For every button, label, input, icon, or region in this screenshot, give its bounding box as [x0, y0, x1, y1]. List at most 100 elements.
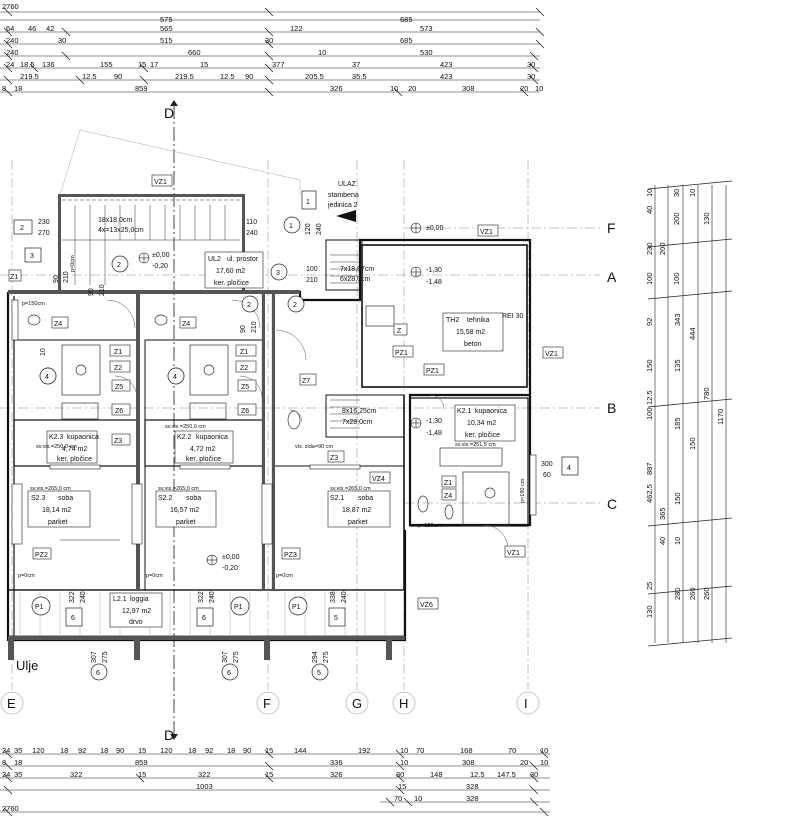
dim-top-r5-b: 18.5 [20, 60, 35, 69]
r1-40b: 40 [658, 537, 667, 545]
hall-dim-120: 120 [305, 223, 312, 235]
walls [6, 194, 532, 642]
dim-top-r5-d: 155 [100, 60, 113, 69]
sill-0-c: p=0cm [276, 573, 293, 579]
b1-120: 120 [32, 746, 45, 755]
num-1-a: 1 [306, 199, 310, 206]
axis-labels-bottom [0, 691, 540, 715]
num-3-b: 3 [276, 270, 280, 277]
dim-top-r7-b: 18 [14, 84, 22, 93]
axis-labels-right: F A B C [607, 220, 617, 512]
b1-92a: 92 [78, 746, 86, 755]
dim-top-r7-d: 326 [330, 84, 343, 93]
axis-label-e: E [7, 696, 16, 711]
dim-top-r3-d: 30 [265, 36, 273, 45]
tag-z6-a: Z6 [115, 408, 123, 415]
stair-top-1: 18x18,0cm [98, 217, 132, 224]
dim-top-r7-i: 10 [535, 84, 543, 93]
room-s22-name: soba [186, 495, 201, 502]
ceil-k23: sv.vis.=250,0 cm [36, 444, 77, 450]
door-90-a: 90 [88, 288, 95, 296]
stair-right-2: 6x28,0cm [340, 276, 371, 283]
room-k21-code: K2.1 [457, 408, 472, 415]
num-1-b: 1 [289, 223, 293, 230]
door-90-c: 90 [53, 275, 60, 283]
dim-top-r4-d: 530 [420, 48, 433, 57]
axis-letters-bottom: E F G H I [7, 696, 528, 711]
b1-35: 35 [14, 746, 22, 755]
ceil-k21: sv.vis.=251,5 cm [455, 442, 496, 448]
room-s23-code: S2.3 [31, 495, 46, 502]
top-dimension-chains [0, 7, 545, 97]
tag-z4-c: Z4 [444, 493, 452, 500]
hall-dim-240: 240 [246, 230, 258, 237]
axis-label-f-right: F [607, 220, 616, 236]
r3-260: 260 [688, 587, 697, 600]
level-loggia-2: -0,20 [222, 565, 238, 572]
bot-h-294: 294 [312, 651, 319, 663]
num-4-b: 4 [173, 374, 177, 381]
bottom-dimension-labels: 24 35 120 18 92 18 90 15 120 18 92 18 90… [2, 746, 548, 813]
dim-top-r1-a: 575 [160, 15, 173, 24]
b4-328: 328 [466, 782, 479, 791]
tag-z5-b: Z5 [241, 384, 249, 391]
tag-vz6: VZ6 [420, 602, 433, 609]
dim-top-r3-b: 30 [58, 36, 66, 45]
b3-148: 148 [430, 770, 443, 779]
room-l21-name: loggia [130, 596, 149, 603]
tag-pz2: PZ2 [35, 552, 48, 559]
dim-top-r6-i: 423 [440, 72, 453, 81]
stair-right-1: 7x18,57cm [340, 266, 374, 273]
tag-z3-a: Z3 [114, 438, 122, 445]
b5-70: 70 [394, 794, 402, 803]
r4-780: 780 [702, 387, 711, 400]
top-dimension-labels: 2760 575 685 64 46 42 565 122 573 240 30… [2, 2, 543, 93]
dim-top-r2-b: 46 [28, 24, 36, 33]
b1-18c: 18 [188, 746, 196, 755]
ceil-s21: sv.vis.=265,0 cm [330, 486, 371, 492]
r3-260b: 260 [702, 587, 711, 600]
room-ul2-area: 17,60 m2 [216, 268, 245, 275]
b2-10b: 10 [540, 758, 548, 767]
b2-8: 8 [2, 758, 6, 767]
dim-top-r5-f: 17 [150, 60, 158, 69]
r2-200: 200 [658, 242, 667, 255]
room-labels: UL2 ul. prostor 17,60 m2 ker. pločice TH… [31, 256, 507, 626]
dim-top-r6-h: 35.5 [352, 72, 367, 81]
dim-top-r2-d: 565 [160, 24, 173, 33]
dim-top-r4-b: 660 [188, 48, 201, 57]
room-ul2-floor: ker. pločice [214, 280, 249, 287]
dim-top-r5-h: 377 [272, 60, 285, 69]
room-k23-code: K2.3 [49, 434, 64, 441]
element-tag-labels: VZ1 VZ1 VZ1 VZ1 VZ4 VZ6 Z Z1 Z1 Z1 Z2 Z2… [10, 179, 558, 609]
b1-90b: 90 [243, 746, 251, 755]
dim-top-r4-c: 10 [318, 48, 326, 57]
stair-right2-2: 7x28,0cm [342, 419, 373, 426]
r1-125: 12.5 [645, 390, 654, 405]
room-s23-floor: parket [48, 519, 68, 526]
room-ul2-name: ul. prostor [227, 256, 259, 263]
level-th-2: -1,48 [426, 279, 442, 286]
r3-887: 887 [645, 462, 654, 475]
room-k22-floor: ker. pločice [186, 456, 221, 463]
b5-328: 328 [466, 794, 479, 803]
stair-right2-1: 8x16,25cm [342, 408, 376, 415]
room-k23-floor: ker. pločice [57, 456, 92, 463]
num-2-b: 2 [117, 262, 121, 269]
b1-144: 144 [294, 746, 307, 755]
b1-70a: 70 [416, 746, 424, 755]
room-s22-code: S2.2 [158, 495, 173, 502]
bot-h-240b: 240 [209, 591, 216, 603]
r4-1170: 1170 [716, 409, 725, 425]
r1-150: 150 [645, 359, 654, 372]
room-s22-floor: parket [176, 519, 196, 526]
bot-h-307a: 307 [91, 651, 98, 663]
b3-15a: 15 [138, 770, 146, 779]
dim-top-r5-k: 30 [527, 60, 535, 69]
tag-z3-b: Z3 [330, 455, 338, 462]
r1-100: 100 [645, 272, 654, 285]
num-6-d: 6 [227, 670, 231, 677]
room-th2-area: 15,58 m2 [456, 329, 485, 336]
num-2-a: 2 [20, 225, 24, 232]
b3-35: 35 [14, 770, 22, 779]
